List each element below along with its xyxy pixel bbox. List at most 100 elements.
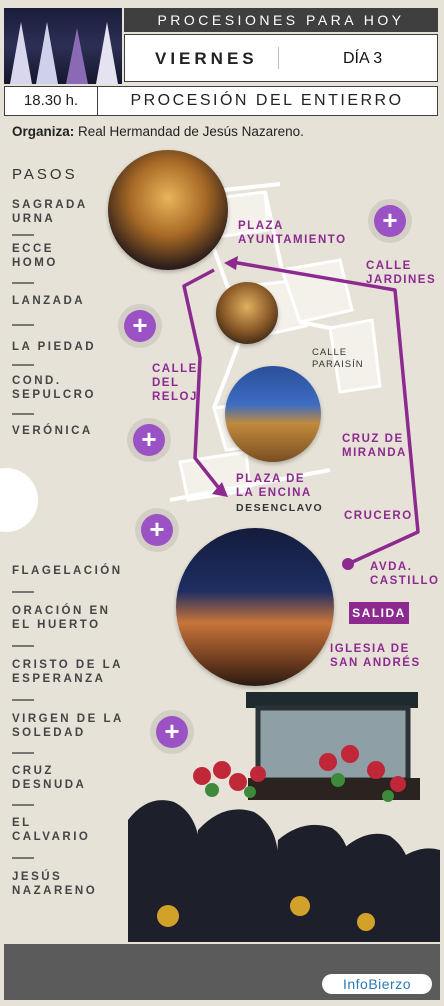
leaf bbox=[205, 783, 219, 797]
badge-icon bbox=[157, 905, 179, 927]
paso-label-line: LA PIEDAD bbox=[12, 341, 97, 353]
paso-label-line: LANZADA bbox=[12, 295, 86, 307]
hood-shape bbox=[36, 22, 58, 84]
paso-label-line: NAZARENO bbox=[12, 885, 98, 897]
plus-button[interactable]: + bbox=[150, 710, 194, 754]
label-line: PLAZA DE bbox=[236, 473, 306, 485]
route-line bbox=[182, 268, 224, 494]
label-avda-castillo: AVDA. CASTILLO bbox=[370, 560, 440, 588]
paso-label-line: EL HUERTO bbox=[12, 619, 101, 631]
photo-plaza-ayuntamiento bbox=[108, 150, 228, 270]
paso-item: JESÚS NAZARENO bbox=[12, 870, 97, 898]
badges bbox=[157, 896, 375, 931]
hood-shape bbox=[10, 22, 32, 84]
street bbox=[169, 468, 331, 502]
route-arrow-icon bbox=[212, 482, 228, 497]
label-calle-jardines: CALLE JARDINES bbox=[366, 259, 436, 287]
flower bbox=[367, 761, 385, 779]
plus-icon: + bbox=[374, 205, 406, 237]
label-line: MIRANDA bbox=[342, 447, 407, 459]
nazareno bbox=[128, 800, 210, 942]
header-day-box: VIERNES DÍA 3 bbox=[124, 34, 438, 82]
label-line: DEL bbox=[152, 377, 180, 389]
flowers bbox=[193, 745, 406, 792]
plus-button[interactable]: + bbox=[368, 199, 412, 243]
header-title: PROCESIONES PARA HOY bbox=[124, 8, 438, 32]
paso-item: CRISTO DE LA ESPERANZA bbox=[12, 658, 123, 686]
paso-label-line: ESPERANZA bbox=[12, 673, 106, 685]
paso-label-line: CALVARIO bbox=[12, 831, 91, 843]
plus-icon: + bbox=[133, 424, 165, 456]
flower bbox=[193, 767, 211, 785]
pasos-title: PASOS bbox=[12, 166, 78, 183]
badge-icon bbox=[357, 913, 375, 931]
plus-button[interactable]: + bbox=[135, 508, 179, 552]
paso-item: FLAGELACIÓN bbox=[12, 564, 123, 578]
paso-label-line: CRISTO DE LA bbox=[12, 659, 123, 671]
plus-button[interactable]: + bbox=[127, 418, 171, 462]
label-line: CRUZ DE bbox=[342, 433, 404, 445]
paso-divider bbox=[12, 324, 34, 326]
plus-icon: + bbox=[156, 716, 188, 748]
paso-label-line: DESNUDA bbox=[12, 779, 87, 791]
paso-item: LANZADA bbox=[12, 294, 85, 308]
street-block bbox=[280, 258, 354, 324]
label-line: CALLE bbox=[152, 363, 198, 375]
paso-divider bbox=[12, 752, 34, 754]
leaf bbox=[382, 790, 394, 802]
plus-button[interactable]: + bbox=[118, 304, 162, 348]
paso-divider bbox=[12, 699, 34, 701]
paso-item: LA PIEDAD bbox=[12, 340, 96, 354]
paso-divider bbox=[12, 282, 34, 284]
street-block bbox=[328, 318, 382, 394]
paso-label-line: JESÚS bbox=[12, 871, 63, 883]
hood-shape bbox=[96, 22, 118, 84]
street bbox=[212, 339, 242, 409]
label-line: AYUNTAMIENTO bbox=[238, 234, 347, 246]
street bbox=[299, 320, 331, 330]
paso-label-line: SEPULCRO bbox=[12, 389, 96, 401]
flower bbox=[250, 766, 266, 782]
salida-badge: SALIDA bbox=[349, 602, 409, 624]
header-photo-nazarenos bbox=[4, 8, 122, 84]
paso-divider bbox=[12, 234, 34, 236]
urn-base bbox=[248, 778, 420, 800]
label-line: CASTILLO bbox=[370, 575, 440, 587]
photo-calle-reloj bbox=[216, 282, 278, 344]
paso-item: EL CALVARIO bbox=[12, 816, 90, 844]
label-line: RELOJ bbox=[152, 391, 198, 403]
label-desenclavo: DESENCLAVO bbox=[236, 502, 324, 514]
label-cruz-miranda: CRUZ DE MIRANDA bbox=[342, 432, 407, 460]
label-iglesia-san-andres: IGLESIA DE SAN ANDRÉS bbox=[330, 642, 421, 670]
leaves bbox=[205, 773, 394, 802]
infobierzo-logo[interactable]: InfoBierzo bbox=[322, 974, 432, 994]
label-line: IGLESIA DE bbox=[330, 643, 410, 655]
paso-label-line: SOLEDAD bbox=[12, 727, 86, 739]
paso-label-line: EL bbox=[12, 817, 32, 829]
weekday-label: VIERNES bbox=[155, 49, 258, 68]
flower bbox=[341, 745, 359, 763]
label-line: CALLE bbox=[312, 347, 348, 358]
paso-label-line: VIRGEN DE LA bbox=[12, 713, 124, 725]
divider bbox=[278, 47, 279, 69]
organiza-line: Organiza: Real Hermandad de Jesús Nazare… bbox=[12, 124, 304, 139]
label-crucero: CRUCERO bbox=[344, 510, 413, 522]
label-line: JARDINES bbox=[366, 274, 437, 286]
nazareno bbox=[392, 848, 440, 942]
photo-iglesia-san-andres bbox=[176, 528, 334, 686]
photo-plaza-encina bbox=[225, 366, 321, 462]
label-line: LA ENCINA bbox=[236, 487, 312, 499]
procession-route bbox=[182, 260, 420, 566]
flower bbox=[319, 753, 337, 771]
plus-icon: + bbox=[141, 514, 173, 546]
paso-item: VIRGEN DE LA SOLEDAD bbox=[12, 712, 124, 740]
label-line: AVDA. bbox=[370, 561, 413, 573]
paso-label-line: CRUZ bbox=[12, 765, 54, 777]
paso-divider bbox=[12, 645, 34, 647]
label-calle-reloj: CALLE DEL RELOJ bbox=[152, 362, 198, 404]
badge-icon bbox=[290, 896, 310, 916]
label-calle-paraisin: CALLE PARAISÍN bbox=[312, 347, 364, 371]
paso-item: CRUZ DESNUDA bbox=[12, 764, 86, 792]
